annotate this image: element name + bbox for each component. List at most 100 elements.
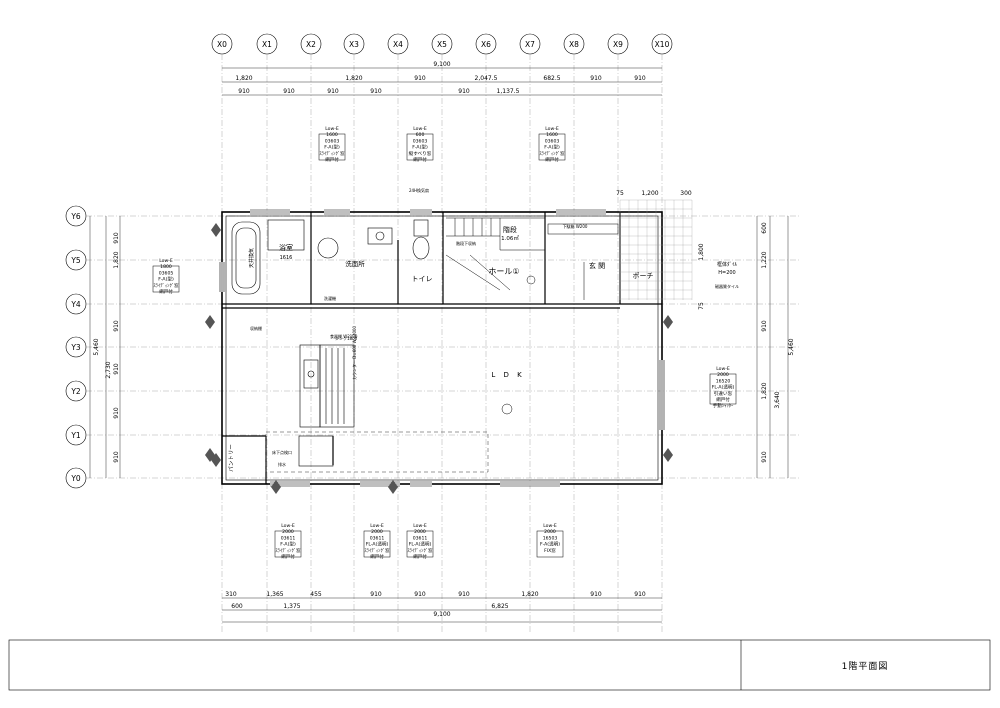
dim-right-total: 5,460 (788, 338, 795, 355)
svg-text:網戸付: 網戸付 (716, 396, 730, 403)
washbasin (367, 227, 393, 245)
svg-text:F-A(型): F-A(型) (324, 144, 340, 151)
grid-label-x1: X1 (262, 40, 272, 49)
bath-note: 天井換気 (248, 248, 255, 268)
svg-text:Low-E: Low-E (543, 523, 557, 529)
sheet-title: 1階平面図 (841, 661, 889, 672)
toilet-fixture (412, 236, 430, 260)
dim-bottom-r1: 310 (225, 591, 237, 598)
svg-text:03611: 03611 (370, 535, 385, 541)
note-drain: 排水 (278, 461, 286, 467)
svg-text:2000: 2000 (414, 529, 426, 535)
dim-bottom-r1: 1,820 (521, 591, 538, 598)
svg-text:ｽﾗｲﾃﾞｨﾝｸﾞ窓: ｽﾗｲﾃﾞｨﾝｸﾞ窓 (364, 547, 390, 554)
svg-text:03603: 03603 (413, 138, 428, 144)
svg-text:03603: 03603 (545, 138, 560, 144)
grid-label-x8: X8 (569, 40, 579, 49)
svg-text:Low-E: Low-E (413, 126, 427, 132)
ceiling-light (501, 403, 513, 415)
svg-text:2000: 2000 (371, 529, 383, 535)
svg-text:ｽﾗｲﾃﾞｨﾝｸﾞ窓: ｽﾗｲﾃﾞｨﾝｸﾞ窓 (539, 150, 565, 157)
dim-top-r2: 910 (458, 88, 470, 95)
svg-text:網戸付: 網戸付 (159, 288, 173, 295)
svg-text:16503: 16503 (543, 535, 558, 541)
grid-label-x9: X9 (613, 40, 623, 49)
grid-label-x0: X0 (217, 40, 227, 49)
dim-bottom-r1: 910 (370, 591, 382, 598)
dim-bottom-r1: 910 (634, 591, 646, 598)
svg-text:網戸付: 網戸付 (325, 156, 339, 163)
room-bath: 浴室 (279, 243, 293, 252)
dim-bottom-r1: 910 (458, 591, 470, 598)
note-step: H=200 (718, 270, 736, 276)
svg-text:ｽﾗｲﾃﾞｨﾝｸﾞ窓: ｽﾗｲﾃﾞｨﾝｸﾞ窓 (153, 282, 179, 289)
grid-label-y0: Y0 (70, 474, 81, 483)
dim-top-r1: 2,047.5 (475, 75, 498, 82)
vent-marker (211, 223, 221, 237)
dim-bottom-r1: 1,365 (266, 591, 283, 598)
grid-label-x3: X3 (349, 40, 359, 49)
dim-left-r1: 910 (113, 232, 120, 244)
svg-text:網戸付: 網戸付 (370, 553, 384, 560)
svg-text:Low-E: Low-E (325, 126, 339, 132)
dim-left-r1: 910 (113, 363, 120, 375)
dim-left-r1: 910 (113, 407, 120, 419)
dim-top-r2: 1,137.5 (497, 88, 520, 95)
note-step-label: 框体ﾀﾞｲﾙ (717, 261, 738, 268)
svg-text:600: 600 (416, 132, 425, 138)
dim-left-sub: 2,730 (105, 361, 112, 378)
grid-label-y1: Y1 (70, 431, 81, 440)
svg-text:F-A(型): F-A(型) (280, 541, 296, 548)
note-vent: 24H換気扇 (409, 187, 429, 193)
room-pantry: パントリー (228, 444, 235, 472)
stairs-area: 1.06㎡ (501, 234, 519, 242)
grid-label-x6: X6 (481, 40, 491, 49)
shoe-cabinet (547, 223, 619, 235)
note-kitchen: シンク1800 (335, 335, 358, 341)
vent-marker (205, 315, 215, 329)
note-shoe: 下駄箱 W200 (563, 223, 588, 229)
svg-text:引違い窓: 引違い窓 (714, 390, 733, 397)
room-stairs: 階段 (503, 225, 517, 234)
bathtub (231, 221, 261, 295)
dim-left-total: 5,460 (93, 338, 100, 355)
dim-right-r1: 600 (761, 222, 768, 234)
dim-top-r1: 1,820 (235, 75, 252, 82)
dim-bottom-r2: 6,825 (491, 603, 508, 610)
svg-text:FL-A(透明): FL-A(透明) (712, 384, 735, 391)
svg-text:2000: 2000 (282, 529, 294, 535)
room-hall: ホール① (488, 267, 519, 276)
dim-right-r1: 1,220 (761, 251, 768, 268)
svg-text:網戸付: 網戸付 (413, 553, 427, 560)
note-island: カウンター D=600 W=3000 (351, 325, 357, 380)
svg-text:Low-E: Low-E (281, 523, 295, 529)
note-porch-tile: 磁器質タイル (715, 283, 739, 289)
dim-porch: 1,800 (698, 243, 705, 260)
dim-top-r2: 910 (370, 88, 382, 95)
svg-text:ｽﾗｲﾃﾞｨﾝｸﾞ窓: ｽﾗｲﾃﾞｨﾝｸﾞ窓 (319, 150, 345, 157)
svg-text:2000: 2000 (544, 529, 556, 535)
svg-text:03611: 03611 (281, 535, 296, 541)
svg-text:03603: 03603 (325, 138, 340, 144)
grid-label-y3: Y3 (70, 343, 81, 352)
note-stair-under: 階段下収納 (456, 240, 476, 246)
room-bath-size: 1616 (280, 255, 293, 261)
washer (317, 237, 339, 259)
svg-text:ｽﾗｲﾃﾞｨﾝｸﾞ窓: ｽﾗｲﾃﾞｨﾝｸﾞ窓 (275, 547, 301, 554)
dim-left-r1: 910 (113, 451, 120, 463)
svg-text:03611: 03611 (413, 535, 428, 541)
dim-bottom-r2: 600 (231, 603, 243, 610)
outer-wall (221, 211, 663, 485)
svg-text:1600: 1600 (326, 132, 338, 138)
svg-text:網戸付: 網戸付 (281, 553, 295, 560)
dim-left-r1: 1,820 (113, 251, 120, 268)
